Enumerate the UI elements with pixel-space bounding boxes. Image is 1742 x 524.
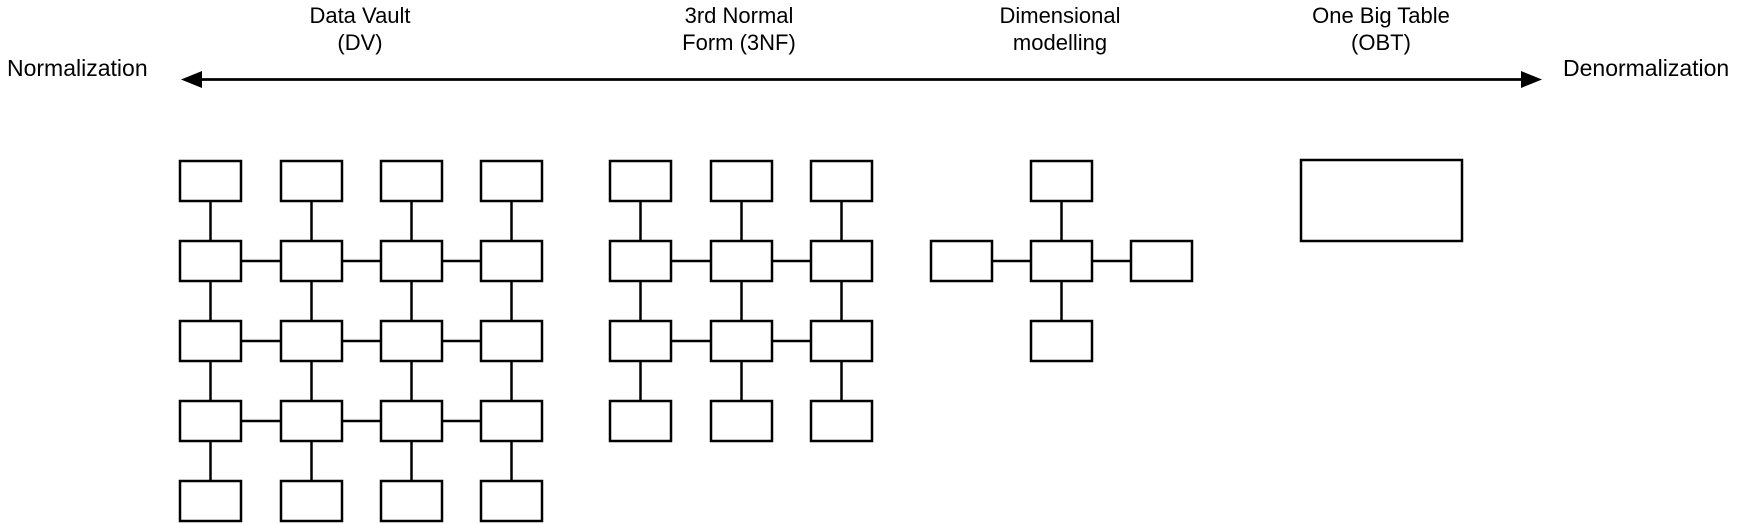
one-big-table-table-box [1299, 158, 1464, 243]
dimensional-label-line: modelling [1012, 30, 1108, 55]
third-normal-form-table-box [709, 319, 774, 363]
data-vault-table-box [479, 319, 544, 363]
data-vault-table-box [379, 239, 444, 283]
data-vault-table-box [479, 159, 544, 203]
data-vault-table-box [379, 399, 444, 443]
data-vault-table-box [479, 239, 544, 283]
arrowhead-right-icon [1521, 71, 1542, 88]
third-normal-form-table-box [608, 159, 673, 203]
third-normal-form-table-box [709, 399, 774, 443]
third-normal-form-table-box [809, 239, 874, 283]
data-vault-table-box [479, 479, 544, 523]
data-vault-table-box [279, 399, 344, 443]
denormalization-label: Denormalization [1563, 55, 1730, 81]
third-normal-form-label-line: Form (3NF) [682, 30, 796, 55]
one-big-table-label-line: One Big Table [1312, 3, 1450, 28]
dimensional-table-box [1029, 319, 1094, 363]
dimensional-label-line: Dimensional [999, 3, 1121, 28]
dimensional-table-box [1129, 239, 1194, 283]
data-vault-table-box [479, 399, 544, 443]
third-normal-form-label-line: 3rd Normal [684, 3, 794, 28]
dimensional-table-box [1029, 239, 1094, 283]
third-normal-form-table-box [608, 399, 673, 443]
dimensional-diagram [929, 159, 1194, 363]
third-normal-form-table-box [709, 239, 774, 283]
normalization-label: Normalization [7, 55, 148, 81]
data-vault-table-box [379, 479, 444, 523]
one-big-table-label-line: (OBT) [1351, 30, 1411, 55]
third-normal-form-diagram [608, 159, 874, 443]
arrowhead-left-icon [181, 71, 202, 88]
data-vault-label: Data Vault(DV) [309, 2, 410, 56]
spectrum-arrow [181, 71, 1542, 88]
data-vault-table-box [379, 159, 444, 203]
third-normal-form-table-box [809, 319, 874, 363]
third-normal-form-table-box [608, 319, 673, 363]
dimensional-table-box [1029, 159, 1094, 203]
dimensional-table-box [929, 239, 994, 283]
data-vault-diagram [178, 159, 544, 523]
data-vault-table-box [279, 479, 344, 523]
data-vault-table-box [279, 159, 344, 203]
data-vault-table-box [178, 479, 243, 523]
one-big-table-label: One Big Table(OBT) [1312, 2, 1450, 56]
data-vault-table-box [178, 319, 243, 363]
data-vault-table-box [379, 319, 444, 363]
data-vault-label-line: (DV) [337, 30, 383, 55]
data-vault-table-box [178, 399, 243, 443]
one-big-table-diagram [1299, 158, 1464, 243]
data-vault-label-line: Data Vault [309, 3, 411, 28]
data-vault-table-box [279, 319, 344, 363]
data-vault-table-box [178, 239, 243, 283]
third-normal-form-table-box [809, 159, 874, 203]
third-normal-form-table-box [608, 239, 673, 283]
data-vault-table-box [279, 239, 344, 283]
third-normal-form-table-box [709, 159, 774, 203]
third-normal-form-table-box [809, 399, 874, 443]
data-vault-table-box [178, 159, 243, 203]
